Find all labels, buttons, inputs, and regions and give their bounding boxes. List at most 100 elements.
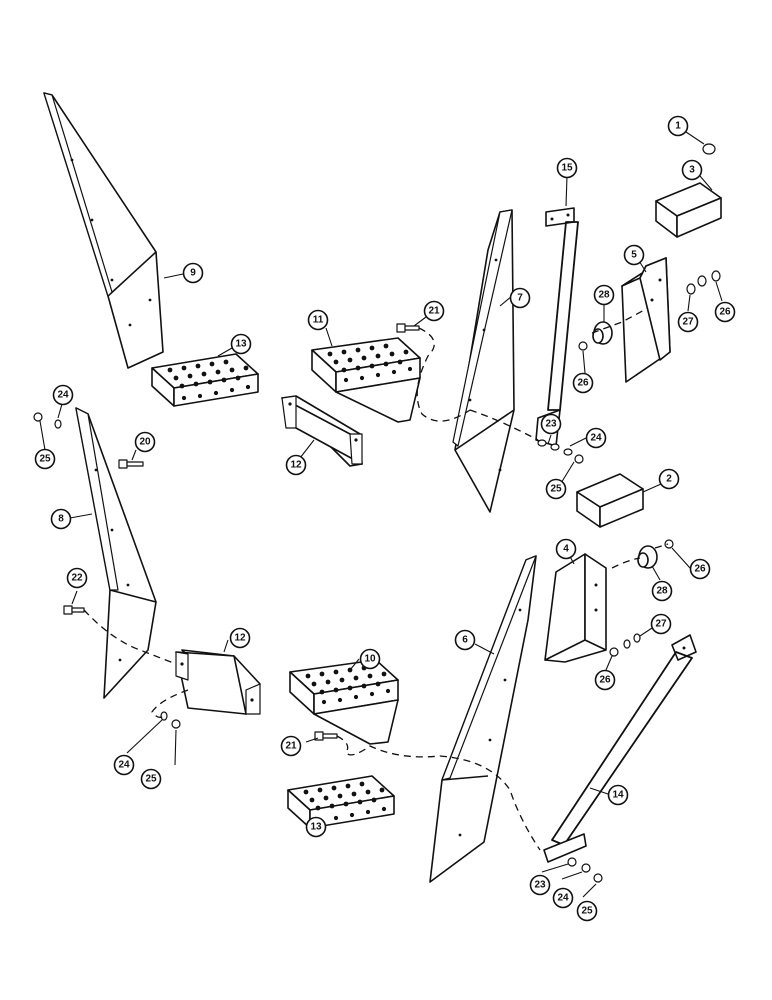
callout-13-upper: 13 xyxy=(230,333,252,355)
callout-13-lower: 13 xyxy=(305,816,327,838)
part-8-plate xyxy=(75,407,157,699)
part-2-block xyxy=(576,473,644,528)
callout-24-upper-left: 24 xyxy=(52,384,74,406)
callout-7: 7 xyxy=(509,287,531,309)
callout-2: 2 xyxy=(658,468,680,490)
callout-3: 3 xyxy=(681,159,703,181)
callout-26-lower-left-label: 26 xyxy=(599,675,611,686)
callout-6: 6 xyxy=(454,629,476,651)
callout-11-label: 11 xyxy=(313,315,324,326)
callout-5: 5 xyxy=(623,244,645,266)
callout-28-upper: 28 xyxy=(593,284,615,306)
callout-23-upper: 23 xyxy=(540,413,562,435)
callout-28-lower: 28 xyxy=(651,580,673,602)
callout-15-label: 15 xyxy=(561,163,573,174)
callout-3-label: 3 xyxy=(689,165,695,176)
callout-25-lower-right: 25 xyxy=(576,900,598,922)
callout-9: 9 xyxy=(182,262,204,284)
part-28-mount-lower xyxy=(637,545,658,569)
callout-27-lower: 27 xyxy=(650,613,672,635)
callout-27-upper-label: 27 xyxy=(682,317,694,328)
callout-25-upper-left: 25 xyxy=(34,448,56,470)
callout-25-lower-left-label: 25 xyxy=(145,774,157,785)
callout-28-lower-label: 28 xyxy=(656,586,668,597)
part-15-rod xyxy=(535,207,579,447)
callout-23-upper-label: 23 xyxy=(545,419,557,430)
callout-1: 1 xyxy=(667,115,689,137)
part-12-bracket-upper xyxy=(281,395,363,467)
callout-8-label: 8 xyxy=(58,514,64,525)
callout-10-label: 10 xyxy=(364,654,376,665)
callout-26-upper-left: 26 xyxy=(572,372,594,394)
callout-2-label: 2 xyxy=(666,474,672,485)
callout-25-upper-left-label: 25 xyxy=(39,454,51,465)
part-11-step xyxy=(311,337,421,423)
callout-24-lower-right-label: 24 xyxy=(557,893,569,904)
callout-22-label: 22 xyxy=(71,573,83,584)
callout-10: 10 xyxy=(359,648,381,670)
callout-8: 8 xyxy=(50,508,72,530)
callout-12-lower: 12 xyxy=(229,627,251,649)
part-6-plate xyxy=(429,555,537,883)
callout-21-upper-label: 21 xyxy=(428,306,440,317)
part-7-plate xyxy=(452,209,515,513)
callout-26-upper-left-label: 26 xyxy=(577,378,589,389)
part-14-rod xyxy=(543,634,697,863)
callout-27-lower-label: 27 xyxy=(655,619,667,630)
callout-1-label: 1 xyxy=(675,121,681,132)
callout-12-lower-label: 12 xyxy=(234,633,246,644)
callout-12-upper: 12 xyxy=(285,454,307,476)
callout-24-lower-right: 24 xyxy=(552,887,574,909)
part-1-cap xyxy=(702,143,716,155)
callout-26-lower-left: 26 xyxy=(594,669,616,691)
callout-26-upper-right: 26 xyxy=(714,301,736,323)
part-3-block xyxy=(655,182,722,238)
callout-26-lower-right-label: 26 xyxy=(694,564,706,575)
callout-22: 22 xyxy=(66,567,88,589)
callout-13-lower-label: 13 xyxy=(310,822,322,833)
callout-4: 4 xyxy=(555,538,577,560)
part-9-plate xyxy=(43,92,164,369)
part-13-tread-upper xyxy=(151,353,259,407)
part-28-mount-upper xyxy=(592,321,613,345)
callout-25-lower-right-label: 25 xyxy=(581,906,593,917)
callout-15: 15 xyxy=(556,157,578,179)
callout-21-lower: 21 xyxy=(280,735,302,757)
hardware-washers-nuts xyxy=(33,270,721,883)
callout-24-lower-left-label: 24 xyxy=(118,760,130,771)
part-20-bolt xyxy=(118,459,144,469)
callout-11: 11 xyxy=(307,309,329,331)
callout-4-label: 4 xyxy=(563,544,569,555)
callout-21-upper: 21 xyxy=(423,300,445,322)
callout-9-label: 9 xyxy=(190,268,196,279)
callout-24-upper-right: 24 xyxy=(585,427,607,449)
part-10-step xyxy=(289,659,399,745)
callout-21-lower-label: 21 xyxy=(285,741,297,752)
callout-27-upper: 27 xyxy=(677,311,699,333)
part-13-tread-lower xyxy=(287,775,395,829)
part-12-bracket-lower xyxy=(175,649,261,715)
part-5-bracket xyxy=(621,257,671,383)
assembly-lines xyxy=(83,307,669,851)
callout-20-label: 20 xyxy=(139,437,151,448)
callout-14: 14 xyxy=(607,784,629,806)
callout-14-label: 14 xyxy=(612,790,624,801)
callout-25-upper-right-label: 25 xyxy=(550,484,562,495)
callout-24-lower-left: 24 xyxy=(113,754,135,776)
callout-25-upper-right: 25 xyxy=(545,478,567,500)
callout-5-label: 5 xyxy=(631,250,637,261)
callout-24-upper-right-label: 24 xyxy=(590,433,602,444)
part-21-bolt-lower xyxy=(314,731,338,741)
callout-26-lower-right: 26 xyxy=(689,558,711,580)
callout-7-label: 7 xyxy=(517,293,523,304)
callout-6-label: 6 xyxy=(462,635,468,646)
leader-lines xyxy=(39,131,723,898)
part-4-bracket xyxy=(544,553,607,663)
callout-23-lower-label: 23 xyxy=(534,880,546,891)
callout-12-upper-label: 12 xyxy=(290,460,302,471)
callout-25-lower-left: 25 xyxy=(140,768,162,790)
callout-20: 20 xyxy=(134,431,156,453)
callout-24-upper-left-label: 24 xyxy=(57,390,69,401)
callout-26-upper-right-label: 26 xyxy=(719,307,731,318)
